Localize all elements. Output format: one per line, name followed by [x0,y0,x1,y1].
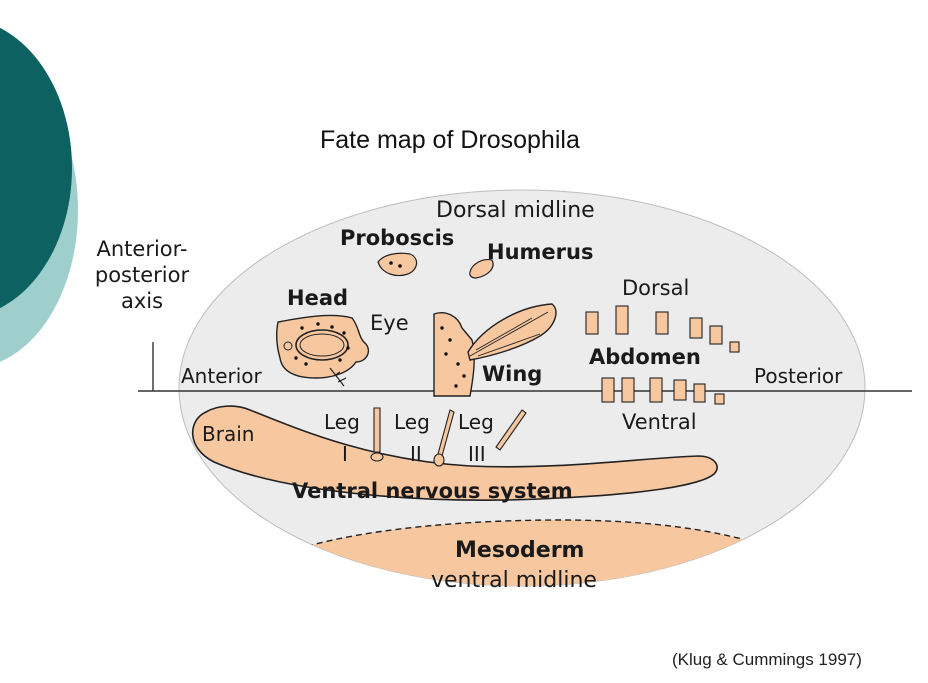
label-humerus: Humerus [487,240,594,264]
leg-discs [370,407,527,467]
ap-axis-label-line-1: Anterior- [96,237,188,261]
leg-2-base [433,453,445,467]
label-eye: Eye [370,311,409,335]
label-dorsal-midline: Dorsal midline [436,198,595,223]
label-ventral-nervous-system: Ventral nervous system [292,479,573,503]
ventral-nervous-system-region [191,405,718,501]
leg-1-disc [373,407,381,453]
label-abdomen: Abdomen [589,345,701,369]
ventral-abdomen-segments [601,377,725,405]
label-posterior: Posterior [754,364,843,388]
diagram-title: Fate map of Drosophila [320,126,580,154]
citation: (Klug & Cummings 1997) [672,650,862,669]
head-dots [294,322,350,366]
eye-region [295,329,349,361]
humerus-region [469,259,494,279]
label-leg-3-number: III [468,442,486,466]
proboscis-dot [389,261,393,265]
label-head: Head [287,286,349,310]
proboscis-region [377,252,418,277]
head-dot [283,341,293,351]
dorsal-abdomen-segments [585,305,740,353]
label-proboscis: Proboscis [340,226,455,250]
antenna-region [329,367,347,387]
label-wing: Wing [482,362,543,386]
wing-veins [469,311,549,357]
label-dorsal: Dorsal [622,276,690,300]
proboscis-dot [398,264,402,268]
label-leg-1-number: I [342,442,348,466]
label-brain: Brain [202,422,255,446]
label-mesoderm: Mesoderm [455,538,585,563]
label-leg-2: Leg [394,410,430,434]
label-anterior: Anterior [181,364,262,388]
ap-axis-label: Anterior- posterior axis [82,236,202,314]
ap-axis-label-line-2: posterior [94,263,190,287]
deco-dark-circle [0,27,72,309]
ap-axis-label-line-3: axis [120,289,164,313]
leg-3-disc [495,409,527,451]
label-leg-3: Leg [458,410,494,434]
label-ventral: Ventral [622,410,697,434]
eye-inner [299,333,345,357]
leg-1-base [370,452,384,462]
label-leg-2-number: II [410,442,422,466]
label-ventral-midline: ventral midline [431,568,597,593]
label-leg-1: Leg [324,410,360,434]
wing-dots [440,326,466,388]
